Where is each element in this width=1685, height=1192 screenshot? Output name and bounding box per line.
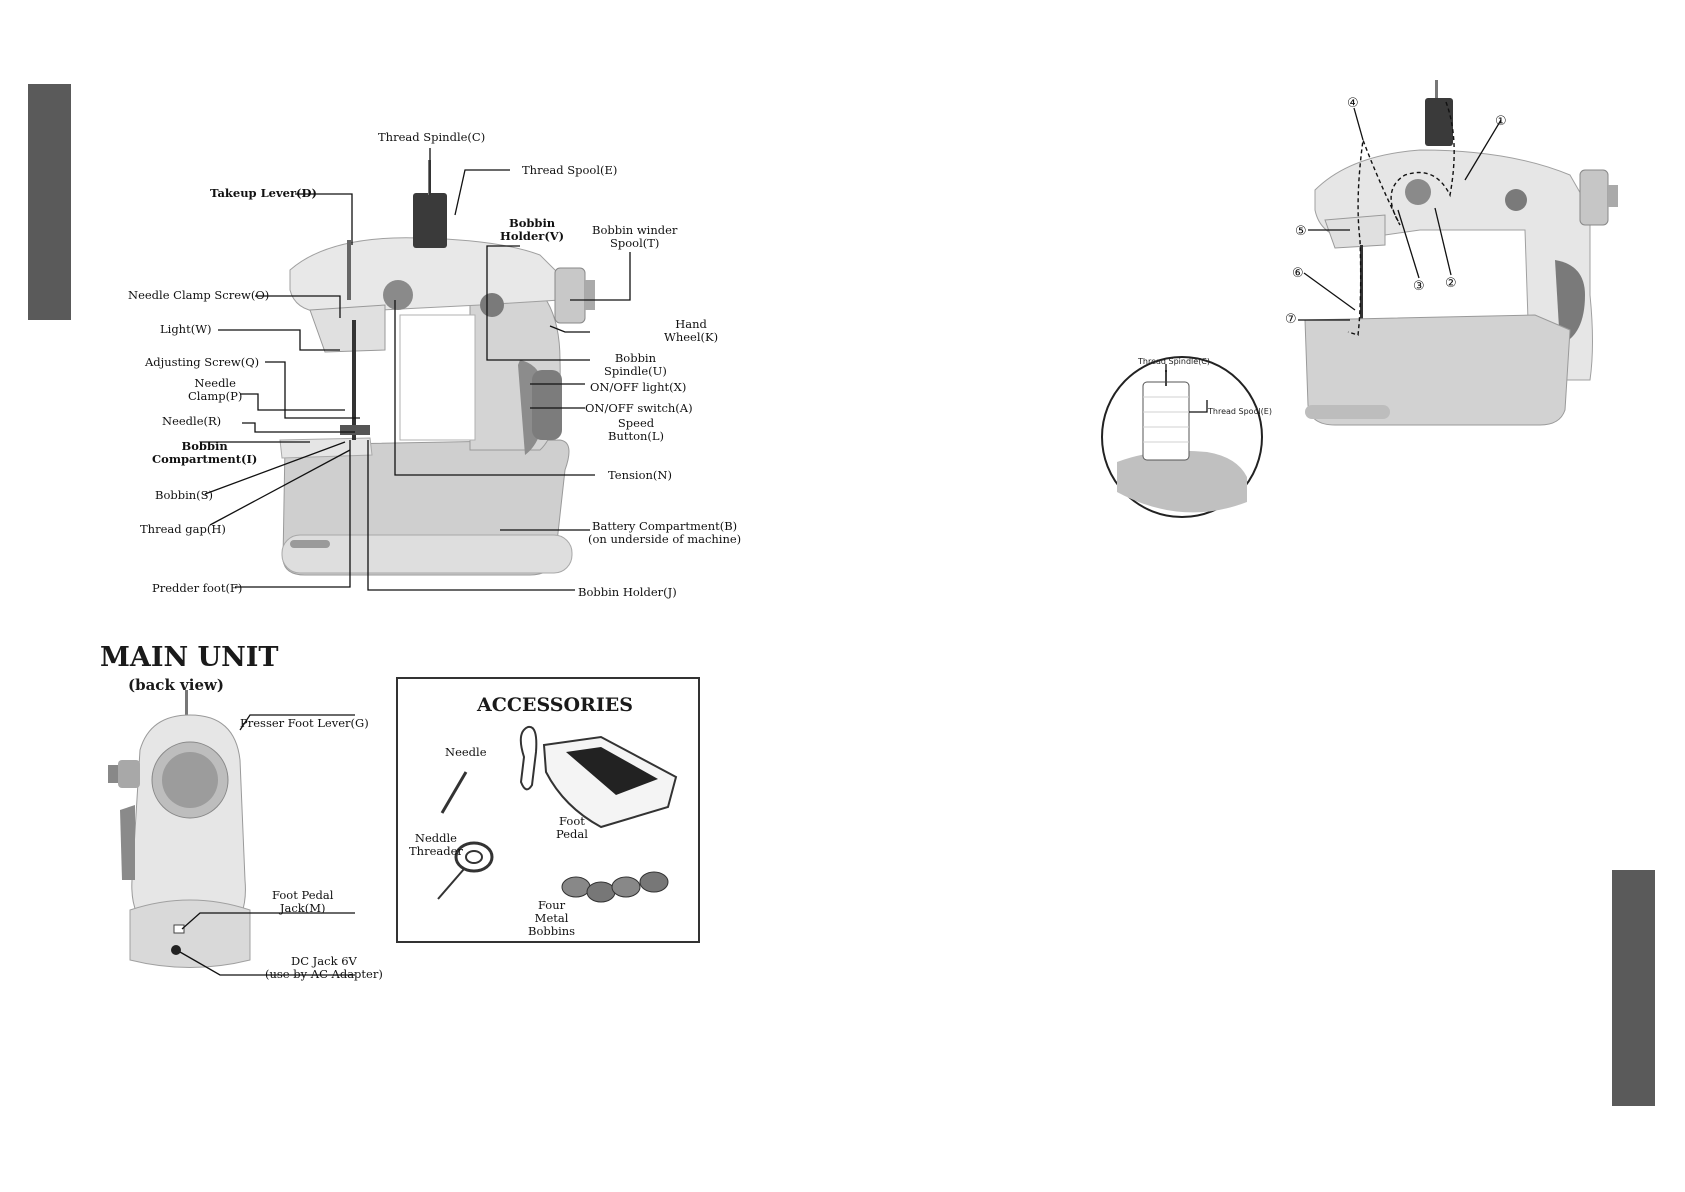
label-acc-needle-threader: Neddle Threader: [409, 831, 463, 858]
label-light: Light(W): [160, 322, 212, 336]
label-acc-bobbins: Four Metal Bobbins: [528, 898, 576, 938]
label-speed-button: Speed Button(L): [608, 416, 665, 443]
label-needle-clamp: Needle Clamp(P): [188, 376, 243, 403]
label-needle: Needle(R): [162, 414, 222, 428]
step-2: ②: [1445, 276, 1457, 291]
main-unit-subtitle: (back view): [128, 676, 225, 694]
label-thread-gap: Thread gap(H): [140, 522, 226, 536]
step-3: ③: [1413, 279, 1425, 294]
label-needle-clamp-screw: Needle Clamp Screw(O): [128, 288, 270, 302]
left-page-tab: [28, 84, 71, 320]
sewing-machine-back-illustration: [108, 690, 355, 976]
label-thread-spool: Thread Spool(E): [522, 163, 618, 177]
threading-illustration: ① ② ③ ④ ⑤ ⑥ ⑦: [1285, 80, 1618, 426]
label-hand-wheel: Hand Wheel(K): [664, 317, 719, 344]
label-bobbin-holder-j: Bobbin Holder(J): [578, 585, 677, 599]
label-bobbin-winder-spool: Bobbin winder Spool(T): [592, 223, 678, 250]
accessories-illustration: [437, 725, 678, 903]
label-adjusting-screw: Adjusting Screw(Q): [145, 355, 260, 369]
main-unit-title: MAIN UNIT: [100, 642, 279, 673]
label-acc-needle: Needle: [445, 745, 487, 759]
label-predder-foot: Predder foot(F): [152, 581, 243, 595]
accessories-title: ACCESSORIES: [477, 694, 633, 716]
step-5: ⑤: [1295, 224, 1307, 239]
step-4: ④: [1347, 96, 1359, 111]
label-battery-compartment: Battery Compartment(B) (on underside of …: [588, 519, 742, 546]
label-bobbin-compartment: Bobbin Compartment(I): [152, 439, 258, 466]
step-7: ⑦: [1285, 312, 1297, 327]
label-tension: Tension(N): [608, 468, 672, 482]
thread-spool-inset: [1101, 356, 1263, 518]
label-dc-jack: DC Jack 6V (use by AC Adapter): [265, 954, 383, 981]
label-on-off-switch: ON/OFF switch(A): [585, 401, 693, 415]
label-acc-foot-pedal: Foot Pedal: [556, 814, 588, 841]
label-bobbin-holder-v: Bobbin Holder(V): [500, 216, 565, 243]
label-bobbin: Bobbin(S): [155, 488, 214, 502]
inset-label-thread-spindle: Thread Spindle(C): [1138, 357, 1211, 366]
label-bobbin-spindle: Bobbin Spindle(U): [604, 351, 667, 378]
label-foot-pedal-jack: Foot Pedal Jack(M): [272, 888, 334, 915]
right-page-tab: [1612, 870, 1655, 1106]
label-presser-foot-lever: Presser Foot Lever(G): [240, 716, 369, 730]
sewing-machine-front-illustration: [200, 148, 631, 591]
label-on-off-light: ON/OFF light(X): [590, 380, 687, 394]
inset-label-thread-spool: Thread Spool(E): [1208, 407, 1272, 416]
step-6: ⑥: [1292, 266, 1304, 281]
label-takeup-lever: Takeup Lever(D): [210, 186, 317, 200]
label-thread-spindle: Thread Spindle(C): [378, 130, 486, 144]
